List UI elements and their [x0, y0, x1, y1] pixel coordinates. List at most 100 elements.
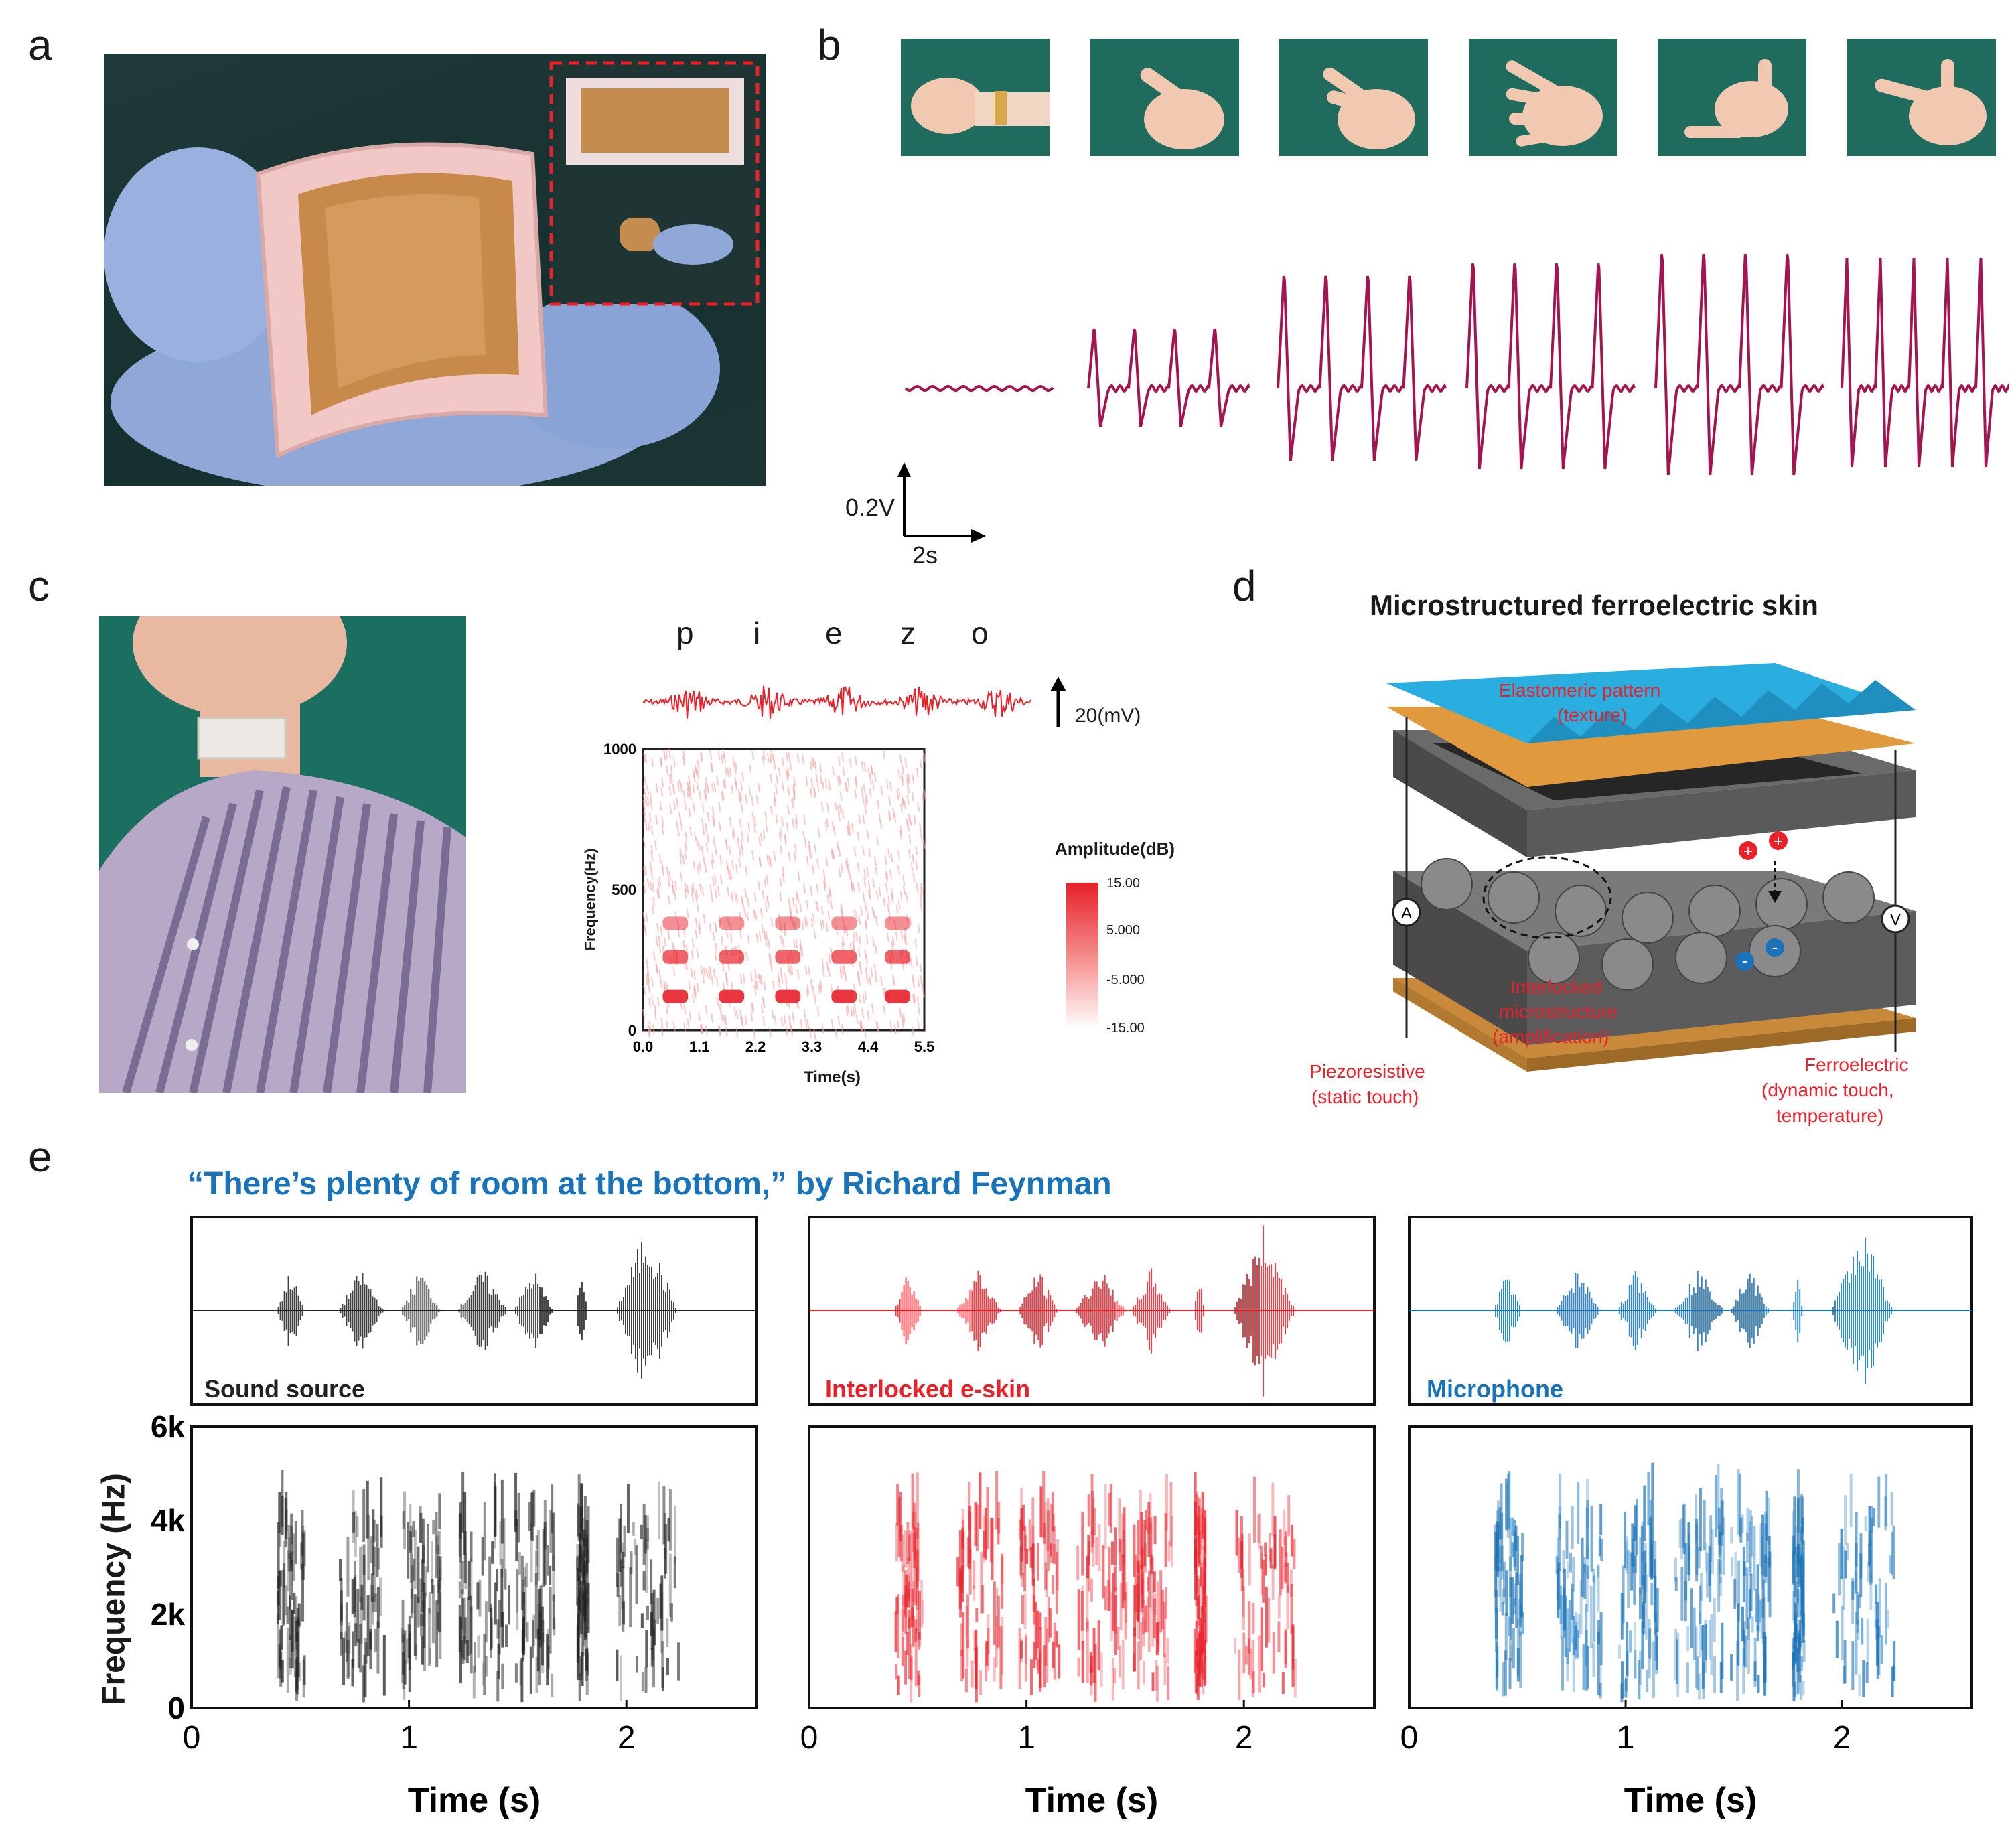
spectrogram-x-label: Time(s): [804, 1068, 861, 1086]
colorbar-title: Amplitude(dB): [1055, 839, 1175, 859]
gesture-photo-gun: [1847, 39, 1996, 156]
label-amplification: (amplification): [1492, 1026, 1609, 1047]
panel-e-xtick: 2: [1235, 1720, 1253, 1756]
label-interlocked: Interlocked: [1510, 977, 1602, 997]
spectrogram-band: [831, 989, 857, 1003]
spectrogram-xtick: 0.0: [633, 1038, 654, 1055]
spectrogram-xtick: 4.4: [858, 1038, 879, 1055]
spectrogram-band: [885, 916, 910, 930]
spectrogram-c: 1000 500 00.0 1.1 2.2 3.3 4.4 5.5: [603, 741, 935, 1055]
device-illustration: [104, 61, 760, 486]
colorbar-tick-1: 15.00: [1106, 876, 1141, 891]
spectrogram-band: [775, 989, 801, 1003]
panel-e-xtick: 1: [1017, 1720, 1035, 1756]
photo-throat-sensor: [99, 616, 466, 1093]
phoneme-letter-z: z: [900, 616, 916, 650]
panel-e-title: “There’s plenty of room at the bottom,” …: [188, 1166, 1112, 1202]
colorbar-tick-3: -5.000: [1106, 973, 1145, 987]
diagram-title: Microstructured ferroelectric skin: [1370, 589, 1818, 621]
spectrogram-xtick: 5.5: [914, 1038, 935, 1055]
spectrogram-band: [662, 950, 689, 964]
spectrogram-band: [662, 916, 689, 930]
panel-e-ytick: 0: [167, 1691, 185, 1725]
gesture-photo-five: [1469, 39, 1617, 156]
spectrogram-band: [662, 989, 689, 1003]
panel-e-xtick: 1: [1617, 1720, 1635, 1756]
panel-letter-a: a: [28, 21, 52, 69]
label-dynamic-touch: (dynamic touch,: [1761, 1080, 1894, 1100]
label-ferroelectric: Ferroelectric: [1804, 1054, 1909, 1075]
charge-minus-1: -: [1742, 950, 1748, 971]
gesture-photo-two: [1279, 39, 1428, 156]
phoneme-letter-e: e: [825, 616, 843, 650]
scale-voltage-label: 0.2V: [845, 494, 895, 521]
spectrogram-ytick: 500: [611, 881, 636, 898]
ammeter-symbol: A: [1401, 904, 1412, 922]
label-microstructure: microstructure: [1499, 1001, 1618, 1022]
waveform-scale-arrow: [1050, 677, 1066, 727]
panel-e-xtick: 2: [1833, 1720, 1851, 1756]
spectrogram-ytick: 1000: [603, 741, 636, 758]
colorbar: [1066, 883, 1098, 1029]
voltmeter-symbol: V: [1890, 911, 1901, 929]
gesture-trace-4: [1465, 263, 1636, 470]
label-temperature: temperature): [1776, 1105, 1884, 1126]
panel-e-xtick: 0: [183, 1720, 201, 1756]
ferroelectric-skin-diagram: A V + + - -: [1386, 663, 1916, 1072]
spectrogram-xtick: 2.2: [745, 1038, 766, 1055]
spectrogram-y-label: Frequency(Hz): [581, 848, 599, 951]
spectrogram-band: [885, 950, 910, 964]
charge-plus-2: +: [1774, 833, 1783, 851]
label-static-touch: (static touch): [1311, 1086, 1419, 1107]
panel-letter-c: c: [28, 562, 50, 610]
speech-waveform-c: [643, 685, 1031, 719]
gesture-voltage-traces: [904, 254, 2009, 476]
gesture-photo-six: [1658, 39, 1806, 156]
gesture-trace-2: [1087, 328, 1250, 427]
spectrogram-xtick: 1.1: [689, 1038, 710, 1055]
panel-e-xtick: 0: [800, 1720, 818, 1756]
speech-waveform-trace: [643, 685, 1031, 719]
gesture-trace-1: [904, 384, 1054, 393]
gesture-trace-6: [1841, 257, 2009, 468]
gesture-photo-one: [1090, 39, 1239, 156]
phoneme-letter-o: o: [971, 616, 989, 650]
label-piezoresistive: Piezoresistive: [1309, 1061, 1425, 1082]
phoneme-letter-i: i: [753, 616, 761, 650]
panel-e-ytick: 2k: [151, 1597, 186, 1632]
sub-label-sound-source: Sound source: [204, 1375, 366, 1403]
panel-e-y-label: Frequency (Hz): [96, 1473, 132, 1705]
spectrogram-band: [775, 916, 801, 930]
colorbar-tick-2: 5.000: [1106, 923, 1141, 938]
panel-e-ytick: 6k: [151, 1409, 186, 1444]
spectrogram-band: [831, 950, 857, 964]
panel-letter-e: e: [28, 1133, 52, 1181]
panel-e-xtick: 2: [618, 1720, 636, 1756]
sub-label-eskin: Interlocked e-skin: [825, 1375, 1031, 1403]
spectrogram-band: [831, 916, 857, 930]
sub-label-microphone: Microphone: [1427, 1375, 1563, 1403]
panel-e-xtick: 0: [1400, 1720, 1419, 1756]
label-texture: (texture): [1557, 705, 1628, 725]
scale-bar-b: [897, 462, 986, 543]
photo-flexible-device: [104, 54, 766, 486]
gesture-trace-5: [1654, 254, 1824, 476]
charge-plus-1: +: [1743, 843, 1753, 861]
spectrogram-xtick: 3.3: [802, 1038, 822, 1055]
spectrogram-ytick: 0: [628, 1022, 636, 1039]
spectrogram-band: [775, 950, 801, 964]
spectrogram-band: [719, 916, 745, 930]
panel-e-xlabel: Time (s): [1025, 1781, 1158, 1820]
spectrogram-band: [719, 950, 745, 964]
panel-e-xtick: 1: [400, 1720, 418, 1756]
spectrogram-band: [719, 989, 745, 1003]
panel-letter-d: d: [1232, 562, 1256, 610]
colorbar-tick-4: -15.00: [1106, 1021, 1145, 1036]
charge-minus-2: -: [1772, 937, 1778, 957]
spectrogram-band: [885, 989, 910, 1003]
spectrogram-frame-e-0: [190, 1425, 758, 1709]
waveform-scale-label: 20(mV): [1075, 705, 1141, 727]
gesture-photo-fist: [901, 39, 1050, 156]
scale-time-label: 2s: [912, 541, 938, 569]
